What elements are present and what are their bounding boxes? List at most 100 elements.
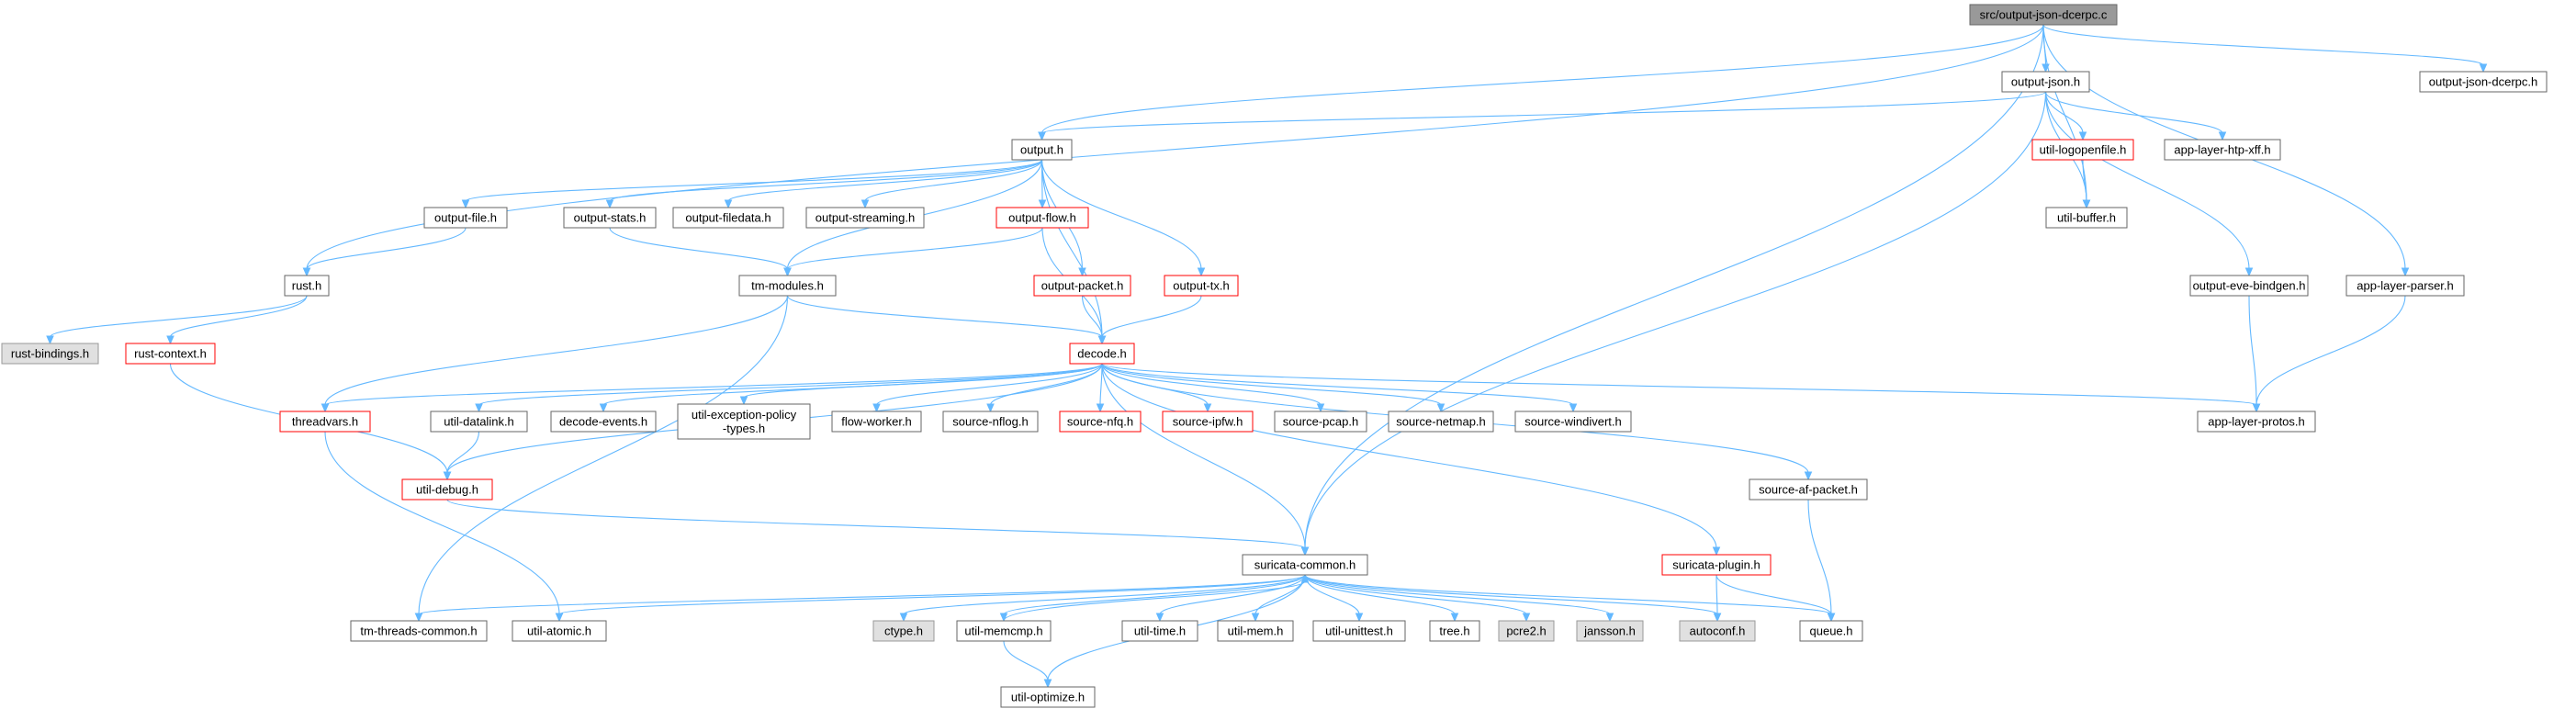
node-box[interactable] [2197,411,2316,433]
node-box[interactable] [512,620,607,642]
node-ojson[interactable]: output-json.h [2001,71,2090,93]
node-fworker[interactable]: flow-worker.h [831,411,922,433]
node-uopt[interactable]: util-optimize.h [1000,686,1096,708]
node-box[interactable] [1498,620,1555,642]
node-ojdce[interactable]: output-json-dcerpc.h [2419,71,2548,93]
node-box[interactable] [1749,478,1868,501]
node-tvars[interactable]: threadvars.h [279,411,371,433]
node-box[interactable] [2031,139,2134,161]
node-jansson[interactable]: jansson.h [1576,620,1644,642]
node-ostats[interactable]: output-stats.h [563,207,657,229]
node-tree[interactable]: tree.h [1429,620,1480,642]
node-box[interactable] [2419,71,2548,93]
node-box[interactable] [672,207,784,229]
node-ostream[interactable]: output-streaming.h [805,207,925,229]
node-oflow[interactable]: output-flow.h [996,207,1089,229]
node-box[interactable] [677,403,811,440]
node-box[interactable] [738,275,837,297]
node-box[interactable] [831,411,922,433]
node-box[interactable] [430,411,528,433]
node-autoconf[interactable]: autoconf.h [1679,620,1756,642]
node-htpxff[interactable]: app-layer-htp-xff.h [2164,139,2281,161]
node-box[interactable] [1059,411,1142,433]
node-decode[interactable]: decode.h [1069,343,1135,365]
node-sipfw[interactable]: source-ipfw.h [1162,411,1254,433]
node-ubuf[interactable]: util-buffer.h [2045,207,2128,229]
node-devents[interactable]: decode-events.h [550,411,657,433]
node-rust[interactable]: rust.h [284,275,330,297]
node-uunittest[interactable]: util-unittest.h [1312,620,1406,642]
node-box[interactable] [2189,275,2309,297]
node-ofiledata[interactable]: output-filedata.h [672,207,784,229]
node-swindivert[interactable]: source-windivert.h [1514,411,1632,433]
node-box[interactable] [1242,554,1368,576]
node-box[interactable] [350,620,488,642]
node-udlink[interactable]: util-datalink.h [430,411,528,433]
node-alparser[interactable]: app-layer-parser.h [2345,275,2465,297]
node-umemcmp[interactable]: util-memcmp.h [956,620,1052,642]
node-box[interactable] [1164,275,1239,297]
node-spcap[interactable]: source-pcap.h [1274,411,1367,433]
node-ofile[interactable]: output-file.h [423,207,508,229]
node-box[interactable] [1679,620,1756,642]
node-queue[interactable]: queue.h [1799,620,1863,642]
node-box[interactable] [423,207,508,229]
node-box[interactable] [563,207,657,229]
node-opacket[interactable]: output-packet.h [1033,275,1131,297]
node-ulogo[interactable]: util-logopenfile.h [2031,139,2134,161]
node-box[interactable] [1274,411,1367,433]
node-splugin[interactable]: suricata-plugin.h [1661,554,1772,576]
node-box[interactable] [1011,139,1073,161]
node-box[interactable] [1069,343,1135,365]
node-box[interactable] [1162,411,1254,433]
node-box[interactable] [1514,411,1632,433]
node-box[interactable] [401,478,493,501]
node-otx[interactable]: output-tx.h [1164,275,1239,297]
node-rctx[interactable]: rust-context.h [125,343,216,365]
node-box[interactable] [2345,275,2465,297]
node-box[interactable] [2045,207,2128,229]
node-alprotos[interactable]: app-layer-protos.h [2197,411,2316,433]
node-utime[interactable]: util-time.h [1121,620,1198,642]
node-box[interactable] [956,620,1052,642]
node-box[interactable] [1121,620,1198,642]
node-root[interactable]: src/output-json-dcerpc.c [1969,4,2118,26]
node-box[interactable] [1000,686,1096,708]
node-snfq[interactable]: source-nfq.h [1059,411,1142,433]
node-oeve[interactable]: output-eve-bindgen.h [2189,275,2309,297]
node-snetmap[interactable]: source-netmap.h [1388,411,1494,433]
node-box[interactable] [1,343,99,365]
node-snflog[interactable]: source-nflog.h [942,411,1039,433]
node-box[interactable] [125,343,216,365]
node-box[interactable] [2001,71,2090,93]
node-box[interactable] [996,207,1089,229]
node-output[interactable]: output.h [1011,139,1073,161]
node-box[interactable] [2164,139,2281,161]
node-box[interactable] [550,411,657,433]
node-box[interactable] [1576,620,1644,642]
node-box[interactable] [1312,620,1406,642]
node-udebug[interactable]: util-debug.h [401,478,493,501]
node-box[interactable] [1217,620,1294,642]
node-pcre2[interactable]: pcre2.h [1498,620,1555,642]
node-box[interactable] [872,620,935,642]
node-box[interactable] [1661,554,1772,576]
node-box[interactable] [1388,411,1494,433]
node-box[interactable] [942,411,1039,433]
node-box[interactable] [279,411,371,433]
node-box[interactable] [1969,4,2118,26]
node-box[interactable] [805,207,925,229]
node-safpacket[interactable]: source-af-packet.h [1749,478,1868,501]
node-umem[interactable]: util-mem.h [1217,620,1294,642]
node-box[interactable] [1799,620,1863,642]
node-scommon[interactable]: suricata-common.h [1242,554,1368,576]
node-tmmod[interactable]: tm-modules.h [738,275,837,297]
node-tmthreads[interactable]: tm-threads-common.h [350,620,488,642]
node-box[interactable] [1033,275,1131,297]
node-box[interactable] [1429,620,1480,642]
node-ctype[interactable]: ctype.h [872,620,935,642]
node-rbind[interactable]: rust-bindings.h [1,343,99,365]
node-box[interactable] [284,275,330,297]
node-uatomic[interactable]: util-atomic.h [512,620,607,642]
node-uexc[interactable]: util-exception-policy-types.h [677,403,811,440]
